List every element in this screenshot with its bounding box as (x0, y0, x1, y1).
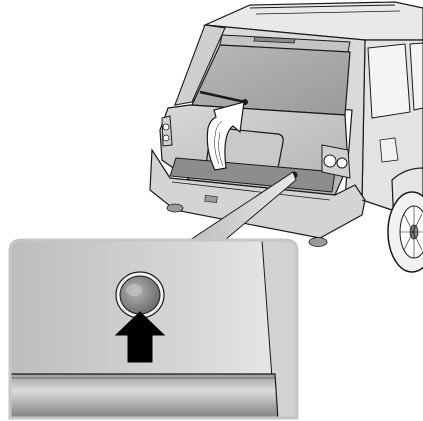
rear-wiper (199, 90, 246, 104)
release-button-icon (115, 271, 165, 319)
rear-window (191, 44, 351, 116)
trim-strip-detail (10, 373, 279, 418)
press-arrow-icon (114, 311, 166, 363)
tail-lights (161, 115, 351, 179)
rear-bumper (149, 148, 366, 239)
tailgate-trim (169, 157, 336, 193)
rear-wheel (387, 167, 423, 273)
curved-up-arrow-icon (206, 101, 245, 171)
